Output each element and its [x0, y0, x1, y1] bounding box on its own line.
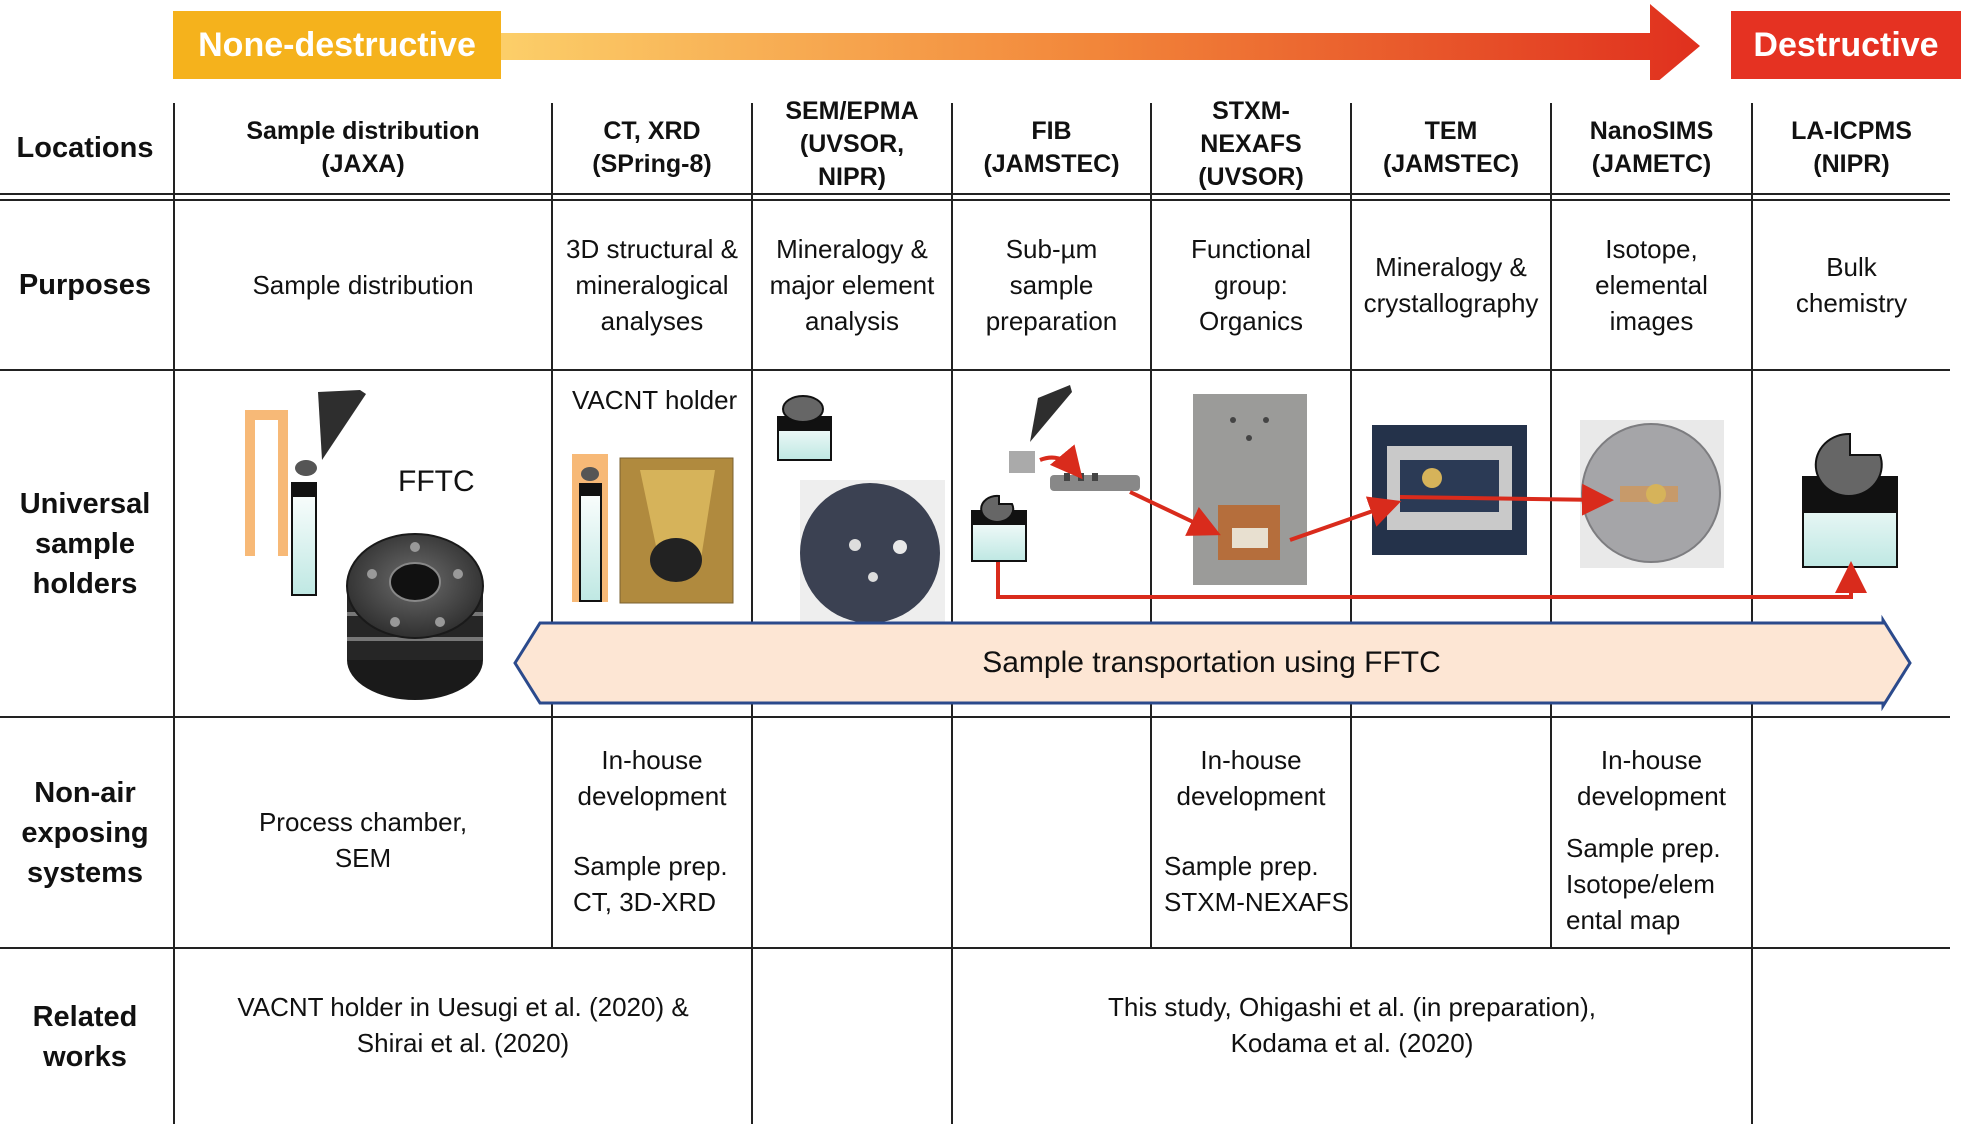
transport-label: Sample transportation using FFTC: [982, 646, 1441, 679]
purpose-sem-epma: Mineralogy & major element analysis: [769, 234, 935, 336]
nonair-nanosims-bottom: Sample prep. Isotope/elem ental map: [1566, 833, 1721, 935]
nonair-uvsor-bottom: Sample prep. STXM-NEXAFS: [1164, 851, 1349, 917]
row-label-holders: Universal sample holders: [19, 487, 151, 600]
nonair-jaxa: Process chamber, SEM: [258, 807, 468, 873]
col-divider-5: [1350, 103, 1352, 947]
location-jaxa: Sample distribution (JAXA): [246, 117, 480, 178]
rule-locations-bottom-2: [0, 199, 1950, 201]
row-label-nonair: Non-air exposing systems: [21, 776, 149, 889]
transport-double-arrow: [513, 614, 1912, 712]
purpose-tem: Mineralogy & crystallography: [1363, 252, 1539, 318]
rule-locations-bottom: [0, 193, 1950, 195]
row-label-locations: Locations: [16, 132, 154, 164]
col-divider-6: [1550, 103, 1552, 947]
nonair-nanosims-top: In-house development: [1577, 745, 1726, 811]
fftc-label: FFTC: [398, 465, 475, 498]
la-icpms-holder-illustration: [1802, 432, 1898, 568]
related-left: VACNT holder in Uesugi et al. (2020) & S…: [237, 992, 689, 1058]
spring8-holder-illustration: [572, 454, 734, 604]
col-divider-0: [173, 103, 175, 1124]
vacnt-holder-label: VACNT holder: [572, 385, 738, 415]
purpose-fib: Sub-µm sample preparation: [985, 234, 1118, 336]
destructive-badge: Destructive: [1731, 11, 1961, 79]
location-fib: FIB (JAMSTEC): [983, 117, 1120, 178]
rule-holders-bottom: [0, 716, 1950, 718]
fftc-container: [346, 533, 484, 700]
location-tem: TEM (JAMSTEC): [1382, 117, 1520, 178]
col-divider-4: [1150, 103, 1152, 947]
row-label-related: Related works: [32, 1000, 138, 1073]
stxm-holder-illustration: [1193, 394, 1307, 585]
tem-holder-illustration: [1372, 425, 1527, 555]
nonair-spring8-top: In-house development: [577, 745, 727, 811]
row-label-purposes: Purposes: [18, 269, 152, 301]
col-divider-1: [551, 103, 553, 947]
rule-purposes-bottom: [0, 369, 1950, 371]
nanosims-holder-illustration: [1580, 420, 1724, 568]
location-la-icpms: LA-ICPMS (NIPR): [1791, 117, 1912, 178]
location-spring8: CT, XRD (SPring-8): [592, 117, 712, 178]
purpose-nanosims: Isotope, elemental images: [1595, 234, 1708, 336]
col-divider-7: [1751, 103, 1753, 1124]
nonair-uvsor-top: In-house development: [1176, 745, 1326, 811]
purpose-spring8: 3D structural & mineralogical analyses: [566, 234, 738, 336]
location-stxm: STXM- NEXAFS (UVSOR): [1198, 97, 1304, 191]
non-destructive-badge: None-destructive: [173, 11, 501, 79]
fib-holder-illustration: [971, 385, 1140, 562]
sample-flow-arrows: [996, 483, 1867, 599]
location-sem-epma: SEM/EPMA (UVSOR, NIPR): [785, 97, 919, 191]
related-right: This study, Ohigashi et al. (in preparat…: [1108, 992, 1596, 1058]
sem-epma-holder-illustration: [777, 395, 945, 626]
col-divider-3: [951, 103, 953, 1124]
location-nanosims: NanoSIMS (JAMETC): [1589, 117, 1714, 178]
purpose-la-icpms: Bulk chemistry: [1795, 252, 1908, 318]
purpose-jaxa: Sample distribution: [252, 270, 474, 300]
destructiveness-arrow: [490, 4, 1700, 80]
purpose-stxm: Functional group: Organics: [1191, 234, 1311, 336]
nonair-spring8-bottom: Sample prep. CT, 3D-XRD: [573, 851, 728, 917]
jaxa-holder-illustration: [245, 390, 366, 596]
col-divider-2: [751, 103, 753, 1124]
rule-nonair-bottom: [0, 947, 1950, 949]
